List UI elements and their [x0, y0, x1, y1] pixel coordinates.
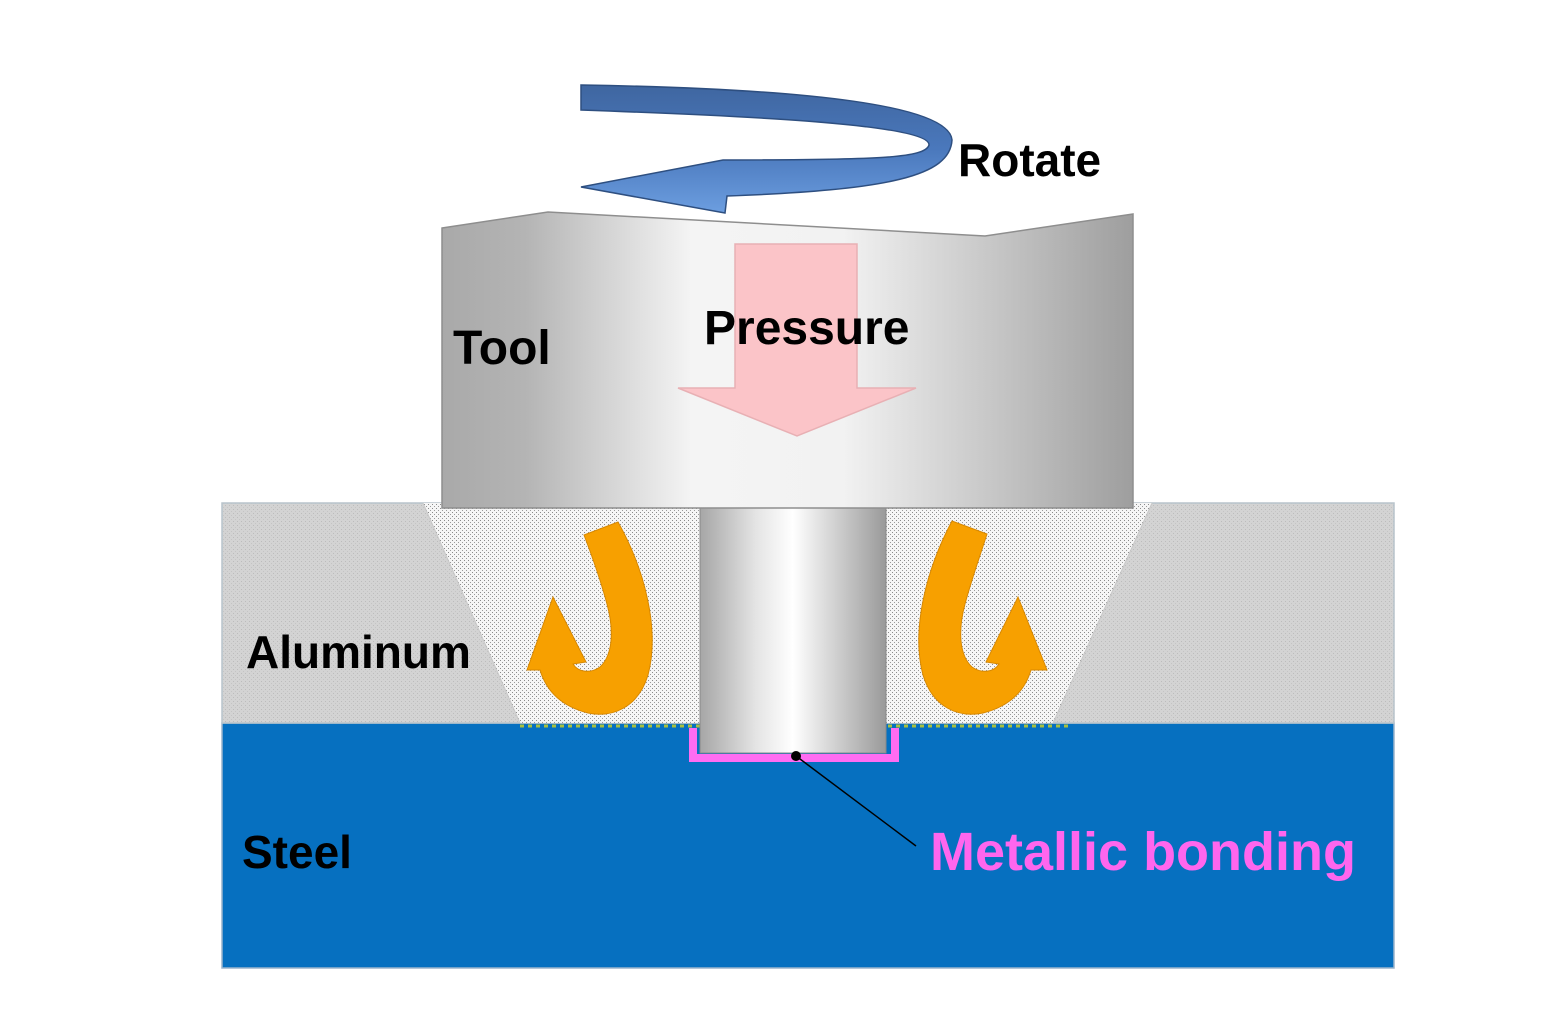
pressure-arrow-icon — [677, 243, 917, 437]
steel-plate — [221, 722, 1395, 969]
material-flow-arrow-left-icon — [526, 521, 653, 715]
bonding-leader-line — [795, 755, 917, 847]
stir-zone-edge-right — [1052, 502, 1153, 724]
label-aluminum: Aluminum — [246, 626, 471, 678]
rotation-arrow-icon — [580, 84, 953, 214]
label-metallic-bonding: Metallic bonding — [930, 822, 1356, 882]
material-flow-arrow-right-icon — [918, 520, 1048, 715]
bonding-leader-dot — [791, 751, 801, 761]
label-pressure: Pressure — [704, 302, 909, 355]
label-tool: Tool — [453, 322, 551, 375]
stir-zone-edge-left — [422, 502, 521, 724]
label-steel: Steel — [242, 826, 352, 878]
label-rotate: Rotate — [958, 134, 1101, 186]
tool-pin — [699, 507, 887, 754]
